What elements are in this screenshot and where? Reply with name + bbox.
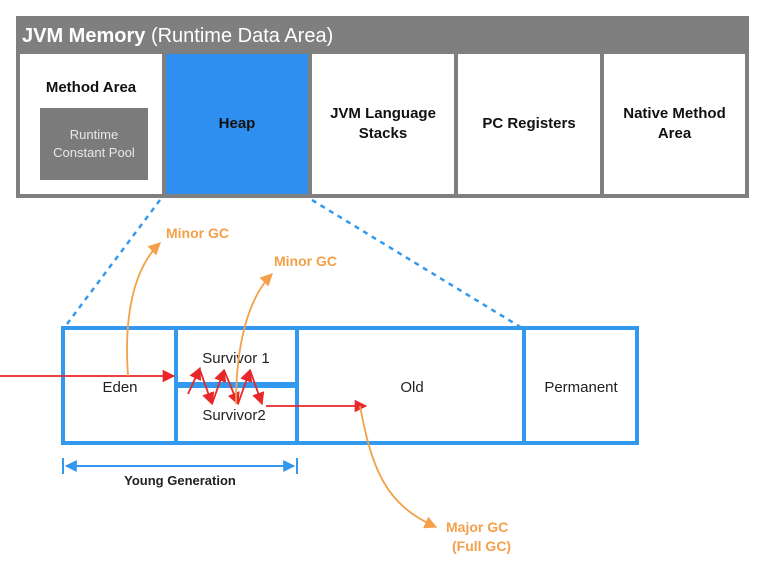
eden-label: Eden (102, 379, 137, 396)
survivor2-label: Survivor2 (202, 407, 265, 424)
pc-registers-label: PC Registers (482, 115, 576, 132)
survivor1-label: Survivor 1 (202, 350, 270, 367)
major-gc-label-line1: Major GC (446, 519, 508, 535)
runtime-constant-pool-line2: Constant Pool (53, 145, 135, 160)
eden-to-survivor1-arrow (187, 366, 201, 395)
survivor2-to-survivor1-arrow-a (211, 368, 227, 405)
heap-cell: Heap (166, 54, 308, 194)
heap-detail-outline (61, 326, 639, 445)
native-method-area-cell: Native Method Area (604, 54, 745, 194)
zoom-line-left (63, 199, 161, 329)
title-rest: (Runtime Data Area) (150, 25, 334, 47)
jvm-language-stacks-line2: Stacks (358, 125, 408, 142)
heap-label: Heap (218, 115, 256, 132)
young-generation-label: Young Generation (124, 473, 236, 488)
runtime-constant-pool-box: Runtime Constant Pool (40, 108, 148, 180)
runtime-constant-pool-line1: Runtime (69, 127, 119, 142)
old-label: Old (400, 379, 423, 396)
native-method-area-line1: Native Method (623, 105, 726, 122)
jvm-memory-title: JVM Memory (Runtime Data Area) (22, 22, 333, 50)
major-gc-arrow (359, 405, 438, 529)
survivor1-to-survivor2-arrow-c (249, 369, 265, 406)
minor-gc-arrow-2 (235, 273, 273, 405)
survivor2-to-survivor1-arrow-b (237, 368, 253, 405)
jvm-language-stacks-line1: JVM Language (330, 105, 436, 122)
minor-gc-label-2: Minor GC (274, 253, 337, 269)
major-gc-label-line2: (Full GC) (452, 538, 511, 554)
minor-gc-arrow-1 (126, 242, 161, 377)
method-area-cell: Method Area Runtime Constant Pool (20, 54, 162, 194)
survivor1-to-survivor2-arrow-a (199, 369, 215, 406)
jvm-language-stacks-cell: JVM Language Stacks (312, 54, 454, 194)
zoom-line-right (311, 198, 523, 330)
title-bold: JVM Memory (22, 25, 146, 47)
minor-gc-label-1: Minor GC (166, 225, 229, 241)
native-method-area-line2: Area (657, 125, 692, 142)
pc-registers-cell: PC Registers (458, 54, 600, 194)
permanent-label: Permanent (544, 379, 618, 396)
method-area-label: Method Area (45, 79, 137, 96)
